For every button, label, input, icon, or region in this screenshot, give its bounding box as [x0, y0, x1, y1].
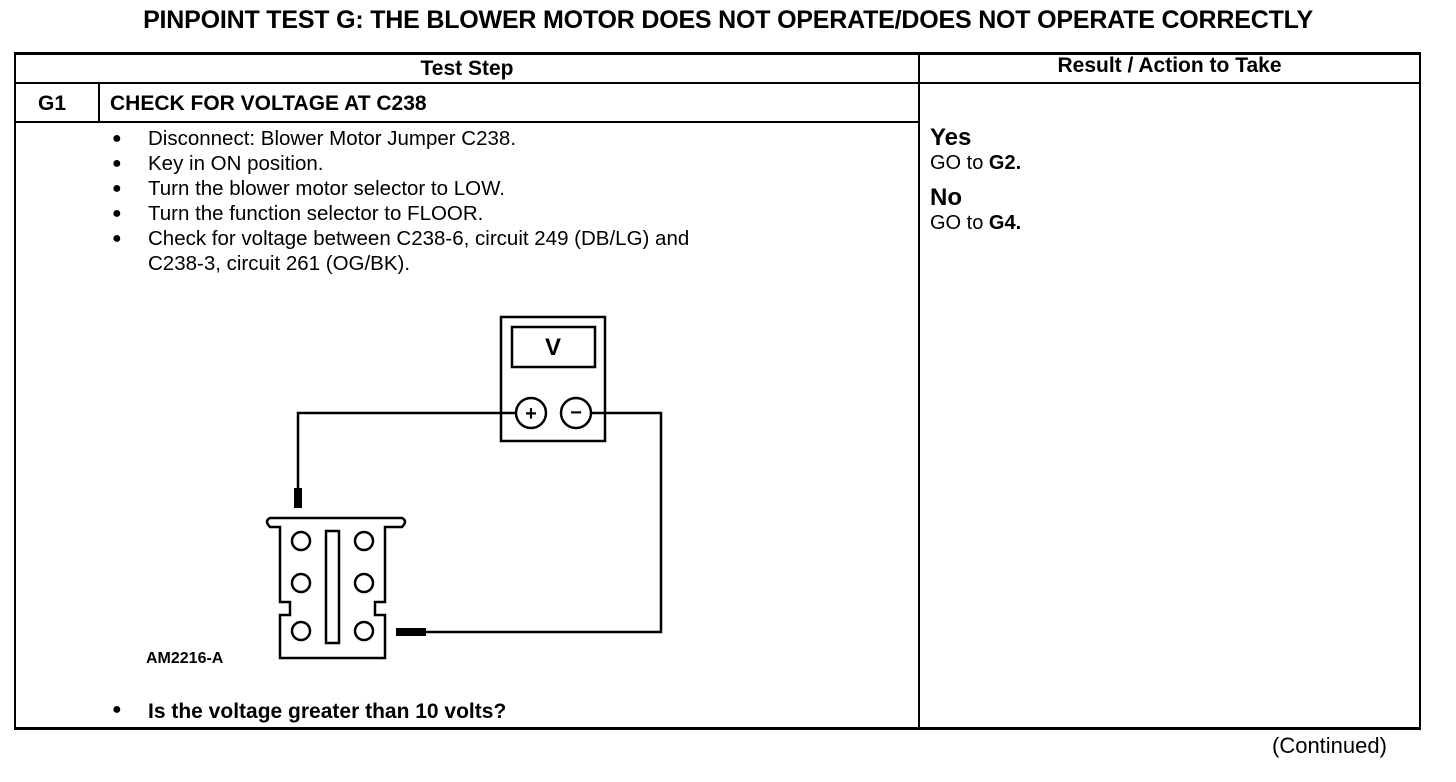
positive-probe-tip [294, 488, 302, 508]
continued-note: (Continued) [1272, 733, 1387, 758]
result-no-action: GO to G4. [930, 212, 1022, 234]
negative-probe-tip [396, 628, 426, 636]
cavity-icon [290, 620, 312, 642]
negative-lead-wire [424, 411, 663, 634]
instruction-text: C238-3, circuit 261 (OG/BK). [148, 252, 411, 275]
instruction-text: Check for voltage between C238-6, circui… [148, 227, 690, 250]
header-divider [14, 82, 1421, 84]
cavity-3-icon [353, 620, 375, 642]
cavity-icon [290, 572, 312, 594]
cavity-icon [353, 530, 375, 552]
step-id: G1 [38, 92, 67, 115]
instruction-text: Turn the blower motor selector to LOW. [148, 177, 505, 200]
instruction-list: ● Disconnect: Blower Motor Jumper C238. ●… [110, 126, 689, 276]
result-no: No GO to G4. [930, 185, 1021, 235]
instruction-text: Disconnect: Blower Motor Jumper C238. [148, 127, 517, 150]
minus-symbol: − [570, 402, 582, 424]
cavity-icon [353, 572, 375, 594]
instruction-item: ● Disconnect: Blower Motor Jumper C238. [110, 126, 689, 151]
table-left-border [14, 52, 16, 730]
instruction-text: Turn the function selector to FLOOR. [148, 202, 484, 225]
instruction-item-continued: C238-3, circuit 261 (OG/BK). [110, 251, 689, 276]
bullet-icon: ● [112, 130, 122, 147]
header-test-step: Test Step [420, 57, 514, 80]
connector-c238-body [265, 516, 407, 660]
instruction-text: Key in ON position. [148, 152, 324, 175]
voltmeter-display [510, 325, 597, 369]
table-top-border [14, 52, 1421, 55]
instruction-item: ● Turn the blower motor selector to LOW. [110, 176, 689, 201]
instruction-item: ● Turn the function selector to FLOOR. [110, 201, 689, 226]
plus-symbol: + [525, 403, 537, 425]
result-yes-action: GO to G2. [930, 152, 1022, 174]
voltmeter-symbol: V [545, 334, 561, 361]
cavity-6-icon [290, 530, 312, 552]
step-id-divider [98, 83, 100, 123]
page-title: PINPOINT TEST G: THE BLOWER MOTOR DOES N… [143, 6, 1313, 34]
test-question: ● Is the voltage greater than 10 volts? [110, 700, 506, 724]
voltmeter-body [499, 315, 607, 443]
question-text: Is the voltage greater than 10 volts? [148, 700, 507, 723]
result-no-label: No [930, 184, 962, 211]
table-right-border [1419, 52, 1421, 730]
positive-lead-wire [296, 411, 516, 490]
figure-id: AM2216-A [146, 650, 224, 667]
table-bottom-border [14, 727, 1421, 730]
result-yes-label: Yes [930, 124, 972, 151]
step-title-divider [14, 121, 920, 123]
bullet-icon: ● [112, 180, 122, 197]
result-yes: Yes GO to G2. [930, 125, 1021, 175]
header-result-action: Result / Action to Take [1057, 54, 1282, 77]
bullet-icon: ● [112, 230, 122, 247]
instruction-item: ● Key in ON position. [110, 151, 689, 176]
bullet-icon: ● [112, 155, 122, 172]
step-title: CHECK FOR VOLTAGE AT C238 [110, 92, 427, 115]
instruction-item: ● Check for voltage between C238-6, circu… [110, 226, 689, 251]
column-divider [918, 52, 920, 730]
bullet-icon: ● [112, 205, 122, 222]
bullet-icon: ● [112, 701, 122, 718]
connector-lock-slot [324, 529, 341, 645]
